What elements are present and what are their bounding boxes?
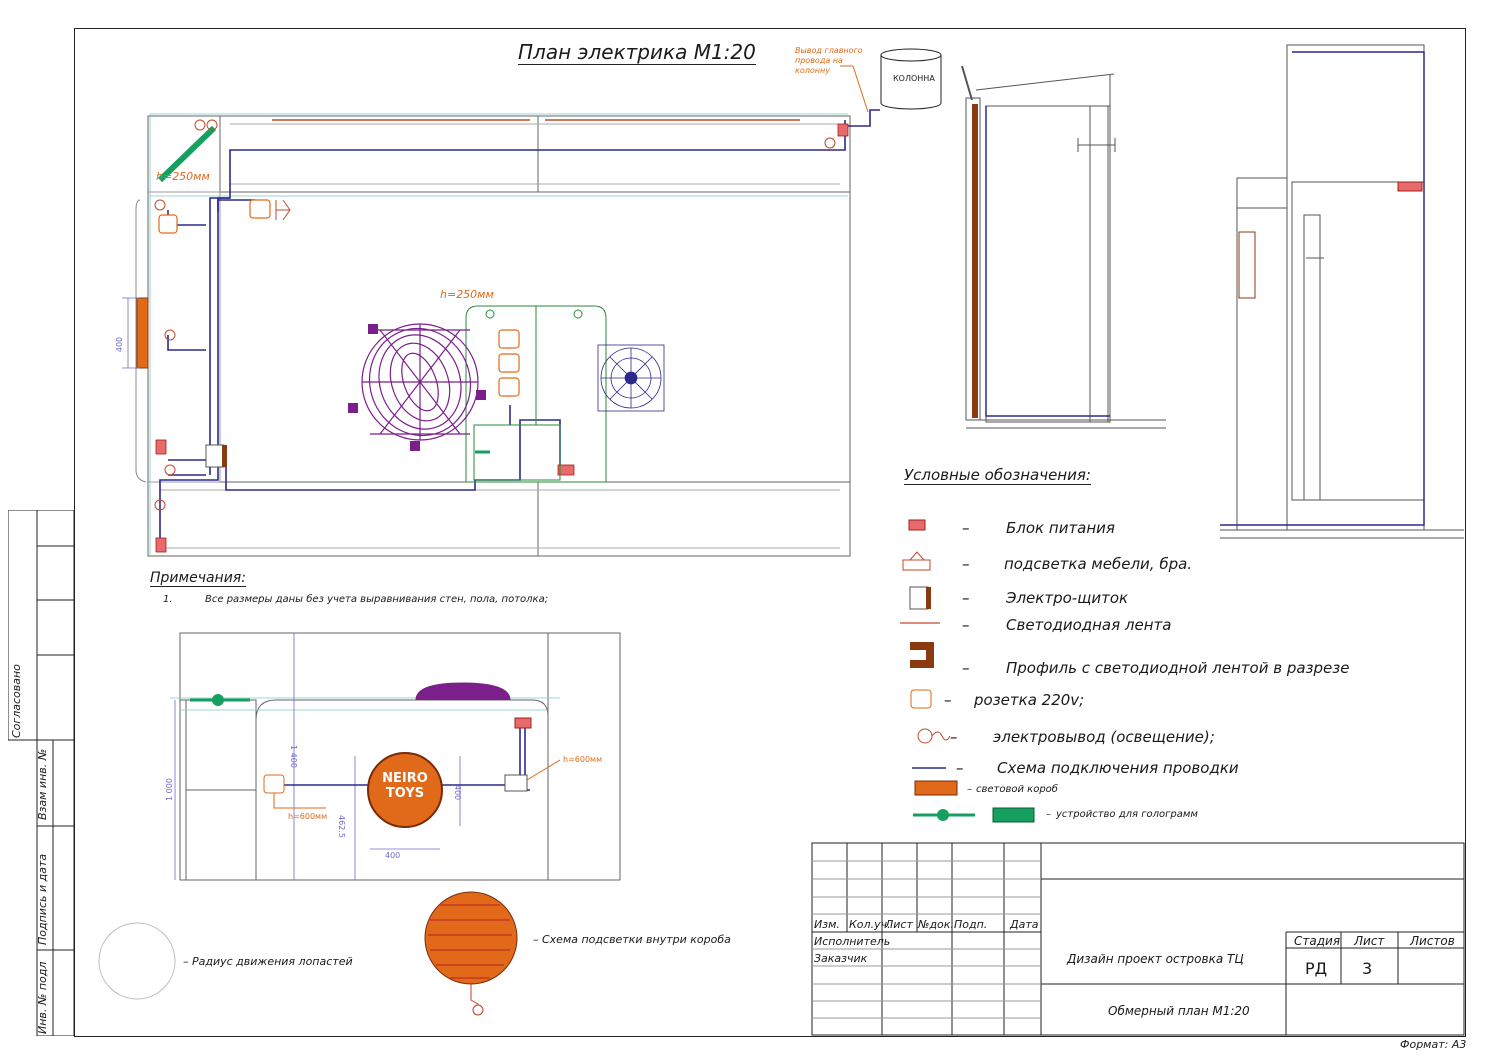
tb-sheet-label: Лист (1354, 934, 1385, 948)
plan-furniture-light (275, 199, 291, 221)
legend-dash-4: – (962, 616, 970, 634)
plan-counter-holes (485, 309, 583, 319)
tb-customer: Заказчик (814, 952, 868, 965)
elev-dim-400v: 400 (453, 784, 463, 801)
tb-header-data: Дата (1010, 918, 1039, 931)
plan-outlets (154, 119, 836, 511)
logo-line-1: NEIRO (382, 771, 428, 786)
tb-stage-value: РД (1305, 959, 1328, 978)
tb-header-podp: Подп. (954, 918, 988, 931)
elev-power-block (514, 717, 532, 729)
elev-furniture-light (504, 774, 528, 792)
legend-label-wiring: Схема подключения проводки (997, 759, 1239, 777)
tb-sheet-value: 3 (1362, 959, 1373, 978)
elev-hologram-dot (212, 694, 224, 706)
legend-label-outlet: электровывод (освещение); (993, 728, 1215, 746)
section-a (961, 65, 1166, 429)
legend-label-furniture-light: подсветка мебели, бра. (1004, 555, 1193, 573)
blade-radius-circle (98, 922, 176, 1000)
plan-sockets (158, 199, 520, 397)
elev-dim-1000: 1 000 (164, 778, 174, 801)
legend-label-hologram: устройство для голограмм (1056, 809, 1198, 820)
legend-dash-10: – (1046, 809, 1051, 820)
drawing-title: План электрика М1:20 (518, 40, 756, 65)
dim-plan-400: 400 (115, 336, 125, 353)
legend-label-power: Блок питания (1006, 519, 1115, 537)
tb-executor: Исполнитель (814, 935, 891, 948)
side-stamp-grid (8, 510, 74, 1036)
section-a-handle (1077, 138, 1116, 152)
logo-line-2: TOYS (385, 786, 425, 801)
elev-callouts (273, 759, 561, 809)
legend-dash-7: – (950, 728, 958, 746)
section-b-wire (1220, 51, 1425, 526)
elev-socket (263, 774, 285, 794)
legend-dash-1: – (962, 519, 970, 537)
section-a-wire (985, 106, 1110, 417)
note-text: Все размеры даны без учета выравнивания … (205, 594, 549, 605)
legend-symbols (900, 519, 1035, 823)
plan-chair (361, 323, 479, 441)
plan-power-blocks (155, 123, 849, 553)
tb-project: Дизайн проект островка ТЦ (1067, 952, 1244, 966)
sheet-frame (74, 28, 1466, 1037)
elevation (179, 632, 621, 881)
tb-stage-label: Стадия (1294, 934, 1341, 948)
tb-header-list: Лист (885, 918, 913, 931)
side-stamp: Согласовано Взам инв. № Подпись и дата И… (8, 510, 74, 1036)
elev-dim-1400: 1 400 (288, 745, 298, 768)
legend-dash-2: – (962, 555, 970, 573)
legend-label-light-box: световой короб (976, 784, 1058, 795)
legend-label-panel: Электро-щиток (1006, 589, 1129, 607)
logo-text: NEIRO TOYS (372, 771, 438, 801)
elev-dim-462: 462.5 (336, 815, 346, 838)
section-b-power-block (1397, 181, 1423, 192)
box-light-circle (424, 891, 518, 1016)
main-wire-note: Вывод главного провода на колонну (795, 46, 863, 75)
plan-hologram-device (157, 125, 217, 183)
section-b (1220, 44, 1464, 539)
column-label: КОЛОННА (893, 74, 935, 83)
tb-sheet-title: Обмерный план М1:20 (1108, 1004, 1250, 1018)
column-cylinder (880, 48, 942, 110)
elev-height-b: h=600мм (563, 755, 603, 764)
tb-sheets-label: Листов (1410, 934, 1455, 948)
plan-ceiling-lines (149, 113, 848, 556)
height-label-a: h=250мм (156, 170, 210, 183)
note-number: 1. (163, 594, 173, 605)
plan-panel-edge (222, 445, 227, 467)
title-block-grid (811, 842, 1465, 1036)
format-label: Формат: А3 (1400, 1038, 1467, 1051)
legend-heading: Условные обозначения: (904, 466, 1091, 485)
elev-chair (415, 682, 511, 701)
plan-chair-feet (348, 324, 486, 451)
legend-label-socket: розетка 220v; (974, 691, 1085, 709)
legend-dash-5: – (962, 659, 970, 677)
plan-counter (465, 305, 607, 483)
legend-label-led: Светодиодная лента (1006, 616, 1172, 634)
tb-header-koluch: Кол.уч. (849, 918, 891, 931)
legend-label-profile: Профиль с светодиодной лентой в разрезе (1006, 659, 1350, 677)
elev-logo-circle (367, 752, 443, 828)
plan-panel (205, 444, 225, 468)
notes-heading: Примечания: (150, 570, 246, 587)
tb-header-izm: Изм. (814, 918, 840, 931)
elev-dim-400h: 400 (385, 851, 401, 860)
tb-header-ndok: №док. (918, 918, 954, 931)
section-b-handle (1306, 250, 1324, 268)
legend-dash-9: – (967, 784, 972, 795)
legend-dash-6: – (944, 691, 952, 709)
dim-400-plan (122, 297, 140, 369)
box-light-caption: – Схема подсветки внутри короба (533, 933, 731, 946)
legend-dash-8: – (956, 759, 964, 777)
height-label-b: h=250мм (440, 288, 494, 301)
section-a-profile (972, 104, 978, 418)
plan-light-box (136, 297, 149, 369)
blade-radius-caption: – Радиус движения лопастей (183, 955, 353, 968)
elev-height-a: h=600мм (288, 812, 328, 821)
elevation-dims (174, 633, 461, 880)
plan-fan (597, 344, 665, 412)
legend-dash-3: – (962, 589, 970, 607)
